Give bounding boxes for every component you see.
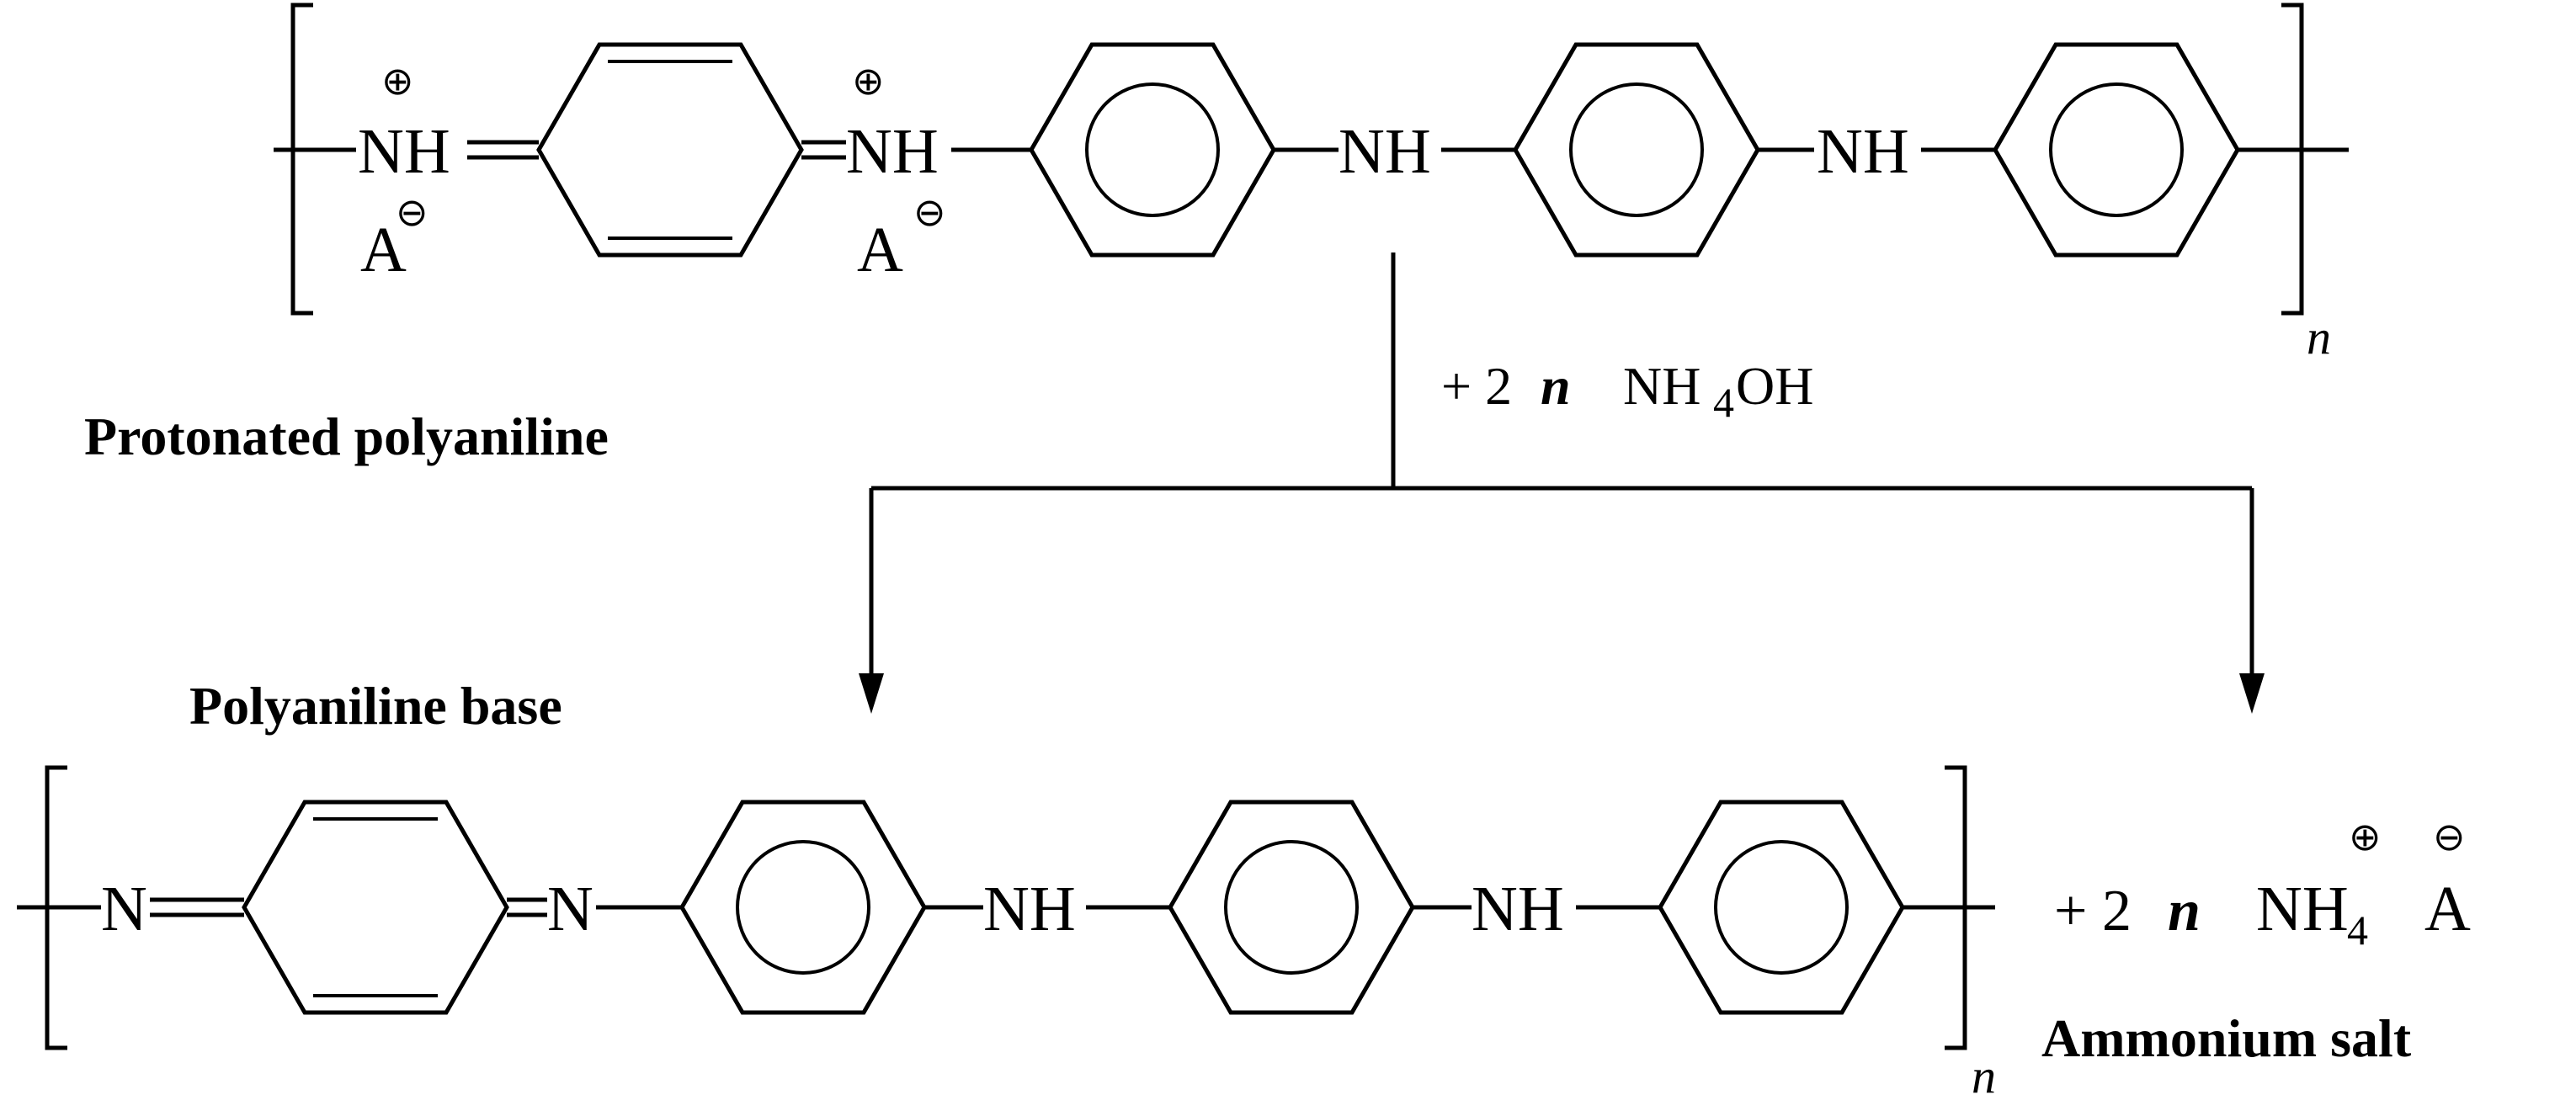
byproduct-minus-charge: ⊖ <box>2433 814 2466 859</box>
minus-charge-1: ⊖ <box>396 189 428 235</box>
benzene-ring-1 <box>1029 42 1276 258</box>
label-polyaniline-base: Polyaniline base <box>189 676 562 736</box>
reagent-species: NH <box>1623 356 1700 416</box>
reagent-coefficient: + 2 <box>1441 356 1512 416</box>
benzene-ring-2 <box>1513 42 1760 258</box>
reaction-arrows <box>859 252 2265 714</box>
benzene-ring-b3 <box>1658 800 1905 1015</box>
label-ammonium-salt: Ammonium salt <box>2041 1008 2412 1068</box>
amine-nh-b1: NH <box>983 874 1076 944</box>
byproduct-ammonium-salt: + 2 n NH 4 ⊕ A ⊖ <box>2054 814 2471 954</box>
label-protonated-polyaniline: Protonated polyaniline <box>84 407 609 466</box>
amine-nh-b2: NH <box>1472 874 1564 944</box>
imine-nh-2: NH <box>846 116 939 187</box>
minus-charge-2: ⊖ <box>913 189 946 235</box>
byproduct-plus-charge: ⊕ <box>2349 814 2382 859</box>
amine-nh-2: NH <box>1817 116 1909 187</box>
anion-2: A <box>857 215 903 285</box>
reagent-tail: OH <box>1736 356 1813 416</box>
imine-n-2: N <box>547 874 593 944</box>
imine-n-1: N <box>101 874 147 944</box>
plus-charge-2: ⊕ <box>852 58 885 104</box>
bracket-right <box>2281 3 2304 316</box>
plus-charge-1: ⊕ <box>381 58 414 104</box>
benzene-ring-3 <box>1993 42 2240 258</box>
benzene-ring-b2 <box>1168 800 1415 1015</box>
arrow-left-head <box>859 673 884 714</box>
reagent-n: n <box>1541 356 1571 416</box>
quinoid-ring <box>536 42 804 258</box>
arrow-right-head <box>2239 673 2265 714</box>
anion-1: A <box>360 215 407 285</box>
reagent-subscript: 4 <box>1713 379 1734 426</box>
byproduct-species: NH <box>2256 874 2349 944</box>
byproduct-anion: A <box>2424 874 2471 944</box>
repeat-n: n <box>2307 310 2331 364</box>
imine-nh-1: NH <box>358 116 450 187</box>
repeat-n-bottom: n <box>1972 1049 1996 1095</box>
reagent-ammonium-hydroxide: + 2 n NH 4 OH <box>1441 356 1813 426</box>
bracket-left <box>290 3 313 316</box>
polyaniline-base-structure: n N N NH NH <box>17 765 1996 1095</box>
protonated-polyaniline-structure: n NH ⊕ A ⊖ NH ⊕ A ⊖ NH <box>274 3 2349 364</box>
amine-nh-1: NH <box>1339 116 1431 187</box>
byproduct-subscript: 4 <box>2347 906 2368 954</box>
quinoid-ring-bottom <box>242 800 509 1015</box>
byproduct-coefficient: + 2 <box>2054 879 2132 944</box>
byproduct-n: n <box>2168 879 2201 944</box>
benzene-ring-b1 <box>679 800 927 1015</box>
